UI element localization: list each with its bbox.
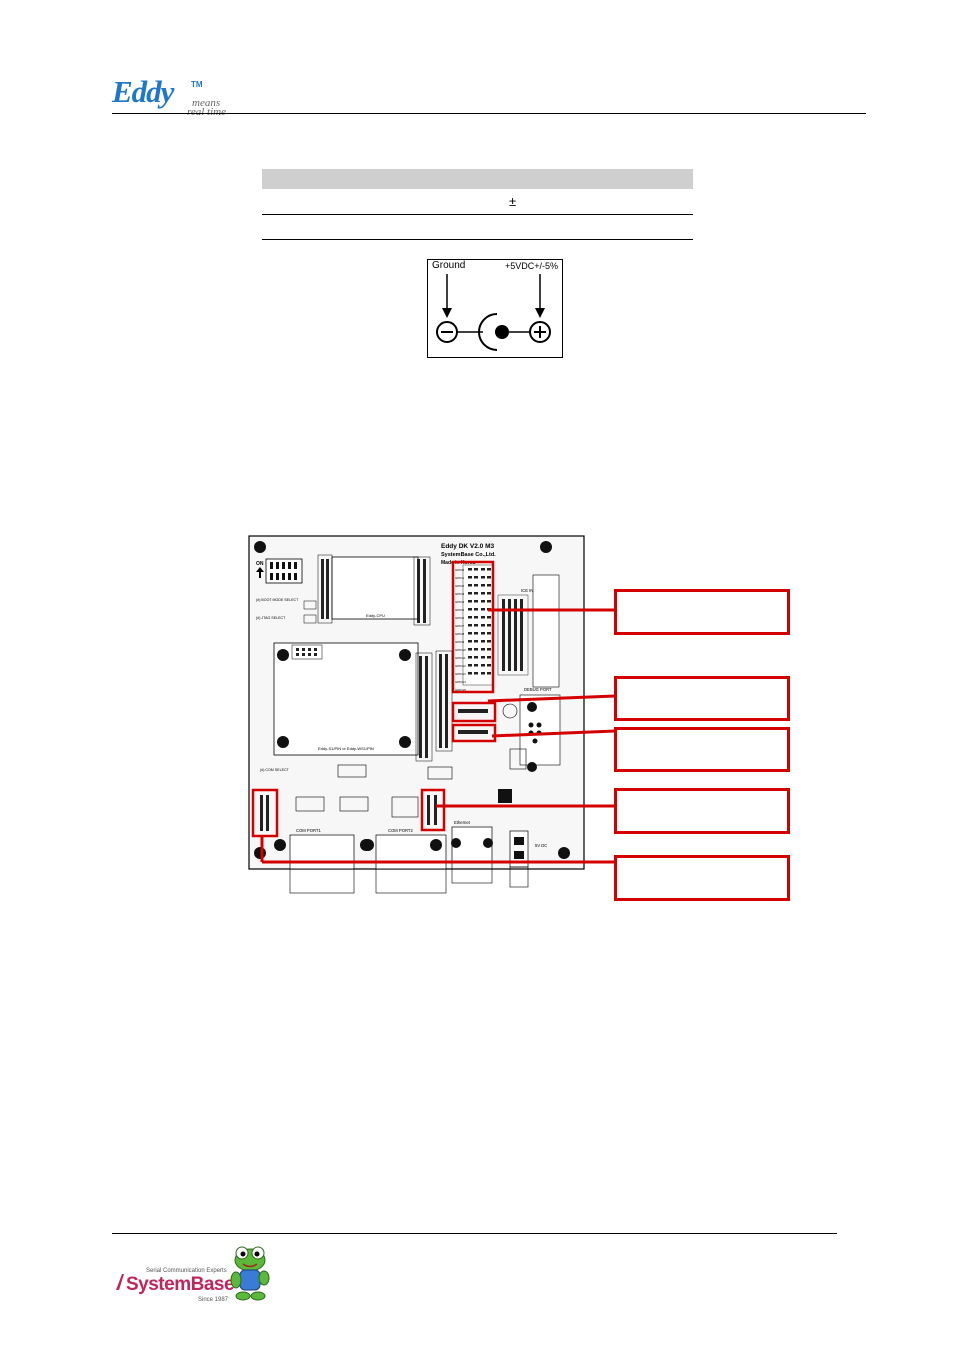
power-jack-label: 5V DC <box>535 843 547 848</box>
debug-port-label: DEBUG PORT <box>524 687 552 692</box>
gpio-label: GPIO11 <box>455 656 466 660</box>
mount-hole <box>540 541 552 553</box>
gpio-label: GPIO10 <box>455 648 466 652</box>
gpio-label: GPIO13 <box>455 672 466 676</box>
callout-box-com-select <box>614 855 790 901</box>
eddy-logo-trademark: TM <box>191 80 203 89</box>
gpio-label: GPIO5 <box>455 608 465 612</box>
polarity-symbol <box>436 274 551 351</box>
polarity-ground-label: Ground <box>432 260 466 271</box>
polarity-positive-label: +5VDC+/-5% <box>505 261 559 271</box>
footer-divider <box>112 1233 837 1234</box>
gpio-label: GPIO9 <box>455 640 465 644</box>
jumper-highlight-box <box>451 723 497 743</box>
debug-port-connector <box>519 694 561 766</box>
frog-mascot-icon <box>230 1246 270 1301</box>
callout-box-rs485 <box>614 788 790 834</box>
gpio-label: GPIO15 <box>455 688 466 692</box>
spec-table-bottom-rule <box>262 239 693 240</box>
board-title-line1: Eddy DK V2.0 M3 <box>441 543 494 550</box>
spec-table-plus-minus: ± <box>509 194 517 209</box>
com-port2-label: COM PORT2 <box>388 828 413 833</box>
gpio-label: GPIO7 <box>455 624 465 628</box>
systembase-swoosh-icon <box>116 1274 124 1290</box>
gpio-label: GPIO8 <box>455 632 465 636</box>
spec-table-header <box>262 169 693 189</box>
systembase-tagline: Serial Communication Experts <box>146 1268 227 1274</box>
jumper-highlight-box <box>451 701 497 723</box>
callout-box-jumper-1 <box>614 676 790 721</box>
eddy-cpu-label: Eddy-CPU <box>366 613 385 618</box>
eddy-module-area <box>273 642 419 756</box>
gpio-highlight-box <box>451 560 495 694</box>
rs485-highlight-box <box>420 788 446 832</box>
spec-table-row-divider <box>262 214 693 215</box>
gpio-label: GPIO4 <box>455 600 465 604</box>
board-title-line2: SystemBase Co.,Ltd. <box>441 552 496 558</box>
jtag-note: (#) JTAG SELECT <box>256 616 286 620</box>
callout-box-gpio <box>614 589 790 635</box>
gpio-label: GPIO3 <box>455 592 465 596</box>
gpio-label: GPIO14 <box>455 680 466 684</box>
com-select-note: (#) COM SELECT <box>260 768 290 772</box>
systembase-since: Since 1987 <box>198 1297 229 1303</box>
ethernet-label: Ethernet <box>454 820 471 825</box>
eddy-cpu-socket <box>331 556 419 620</box>
callout-leader-lines <box>260 608 616 864</box>
boot-mode-note: (#) BOOT MODE SELECT <box>256 598 299 602</box>
mount-hole <box>558 847 570 859</box>
gpio-label: GPIO1 <box>455 576 465 580</box>
gpio-header-group <box>462 564 494 686</box>
eddy-tagline-real-time: real time <box>187 106 226 118</box>
gpio-label: GPIO0 <box>455 568 465 572</box>
systembase-logo-text: SystemBase <box>126 1274 235 1295</box>
com-port1-label: COM PORT1 <box>296 828 321 833</box>
gpio-label: GPIO2 <box>455 584 465 588</box>
gpio-label: GPIO12 <box>455 664 466 668</box>
header-divider <box>112 113 866 114</box>
com-select-highlight-box <box>251 788 279 838</box>
ice-interface-connector <box>532 574 560 688</box>
dip-on-label: ON <box>256 561 264 567</box>
mount-hole <box>254 541 266 553</box>
eddy-tagline-means: means <box>192 97 221 109</box>
callout-box-jumper-2 <box>614 727 790 772</box>
up-arrow-icon <box>256 567 264 572</box>
module-label: Eddy-S1/PIN or Eddy-WS1/PIN <box>318 746 374 751</box>
power-polarity-diagram <box>427 259 563 358</box>
gpio-label: GPIO6 <box>455 616 465 620</box>
eddy-logo-text: Eddy <box>112 74 174 109</box>
